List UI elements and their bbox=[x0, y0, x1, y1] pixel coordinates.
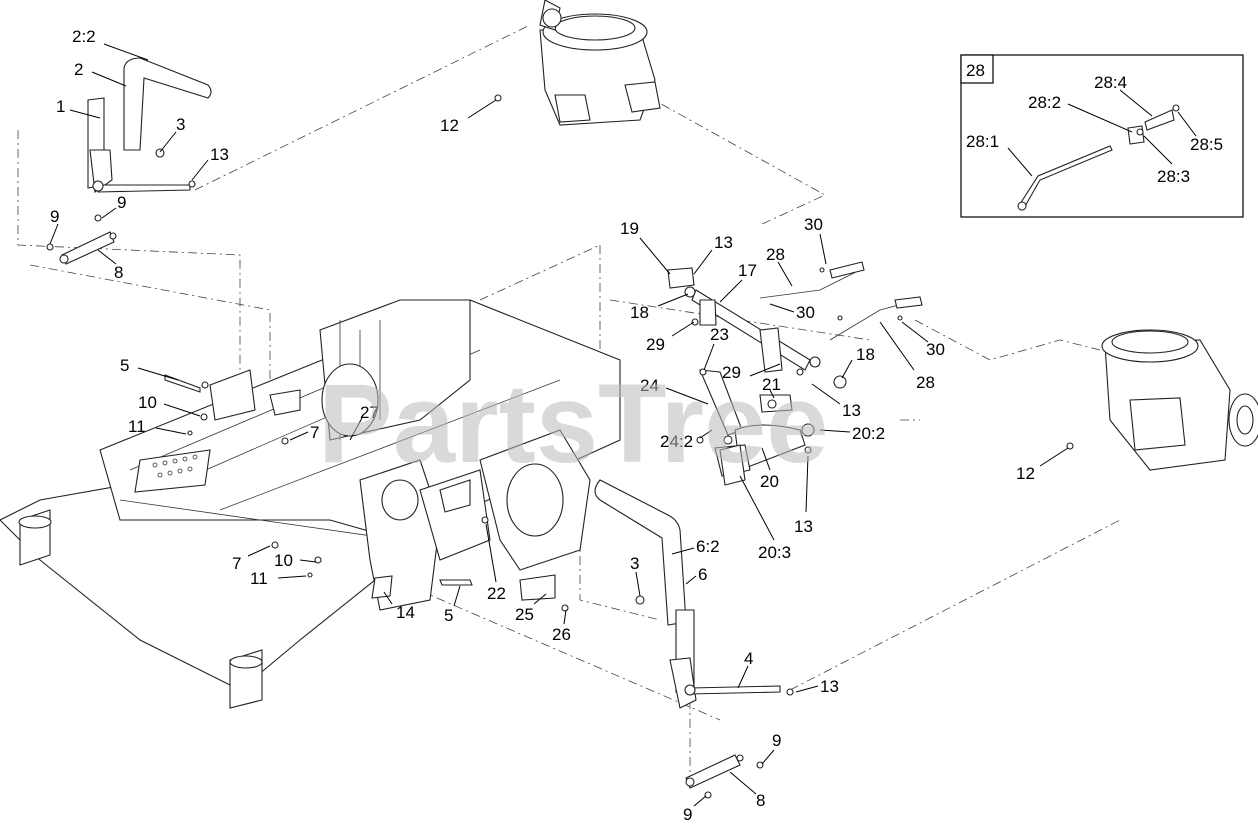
callouts: 2:2 2 1 3 13 12 9 9 8 5 10 11 7 27 7 10 … bbox=[49, 27, 1223, 824]
callout-21: 21 bbox=[762, 375, 781, 394]
callout-9: 9 bbox=[50, 207, 59, 226]
left-control-lever bbox=[46, 57, 212, 265]
callout-19: 19 bbox=[620, 219, 639, 238]
callout-30: 30 bbox=[796, 303, 815, 322]
callout-28-4: 28:4 bbox=[1094, 73, 1127, 92]
brake-linkage bbox=[667, 261, 923, 477]
callout-13: 13 bbox=[794, 517, 813, 536]
callout-17: 17 bbox=[738, 261, 757, 280]
callout-28-1: 28:1 bbox=[966, 132, 999, 151]
callout-28-5: 28:5 bbox=[1190, 135, 1223, 154]
hardware bbox=[164, 94, 1074, 612]
hydro-pump-right bbox=[1101, 329, 1258, 471]
callout-14: 14 bbox=[396, 603, 415, 622]
hydro-pump-top bbox=[539, 0, 661, 126]
callout-25: 25 bbox=[515, 605, 534, 624]
callout-28-2: 28:2 bbox=[1028, 93, 1061, 112]
lever-20 bbox=[719, 435, 746, 486]
callout-13: 13 bbox=[820, 677, 839, 696]
callout-9: 9 bbox=[117, 193, 126, 212]
callout-10: 10 bbox=[274, 551, 293, 570]
callout-20-2: 20:2 bbox=[852, 424, 885, 443]
callout-6: 6 bbox=[698, 565, 707, 584]
callout-2: 2 bbox=[74, 60, 83, 79]
callout-24: 24 bbox=[640, 376, 659, 395]
callout-5: 5 bbox=[120, 356, 129, 375]
callout-9: 9 bbox=[772, 731, 781, 750]
callout-18: 18 bbox=[856, 345, 875, 364]
callout-1: 1 bbox=[56, 97, 65, 116]
callout-9: 9 bbox=[683, 805, 692, 824]
callout-4: 4 bbox=[744, 649, 753, 668]
callout-3: 3 bbox=[630, 554, 639, 573]
callout-2-2: 2:2 bbox=[72, 27, 96, 46]
callout-13: 13 bbox=[714, 233, 733, 252]
callout-18: 18 bbox=[630, 303, 649, 322]
callout-20: 20 bbox=[760, 472, 779, 491]
callout-11: 11 bbox=[250, 569, 268, 588]
callout-28: 28 bbox=[916, 373, 935, 392]
callout-8: 8 bbox=[756, 791, 765, 810]
callout-29: 29 bbox=[646, 335, 665, 354]
callout-10: 10 bbox=[138, 393, 157, 412]
callout-23: 23 bbox=[710, 325, 729, 344]
callout-28: 28 bbox=[766, 245, 785, 264]
callout-26: 26 bbox=[552, 625, 571, 644]
callout-13: 13 bbox=[842, 401, 861, 420]
right-control-lever bbox=[594, 479, 794, 799]
callout-3: 3 bbox=[176, 115, 185, 134]
watermark: PartsTree bbox=[318, 361, 829, 486]
callout-30: 30 bbox=[804, 215, 823, 234]
callout-5: 5 bbox=[444, 606, 453, 625]
callout-30: 30 bbox=[926, 340, 945, 359]
callout-24-2: 24:2 bbox=[660, 432, 693, 451]
mower-frame bbox=[0, 299, 621, 709]
callout-27: 27 bbox=[360, 403, 379, 422]
callout-6-2: 6:2 bbox=[696, 537, 720, 556]
callout-22: 22 bbox=[487, 584, 506, 603]
callout-29: 29 bbox=[722, 363, 741, 382]
callout-20-3: 20:3 bbox=[758, 543, 791, 562]
inset-tag: 28 bbox=[966, 61, 985, 80]
callout-8: 8 bbox=[114, 263, 123, 282]
callout-7: 7 bbox=[232, 554, 241, 573]
callout-28-3: 28:3 bbox=[1157, 167, 1190, 186]
callout-11: 11 bbox=[128, 417, 146, 436]
callout-12: 12 bbox=[440, 116, 459, 135]
callout-13: 13 bbox=[210, 145, 229, 164]
callout-12: 12 bbox=[1016, 464, 1035, 483]
callout-7: 7 bbox=[310, 423, 319, 442]
